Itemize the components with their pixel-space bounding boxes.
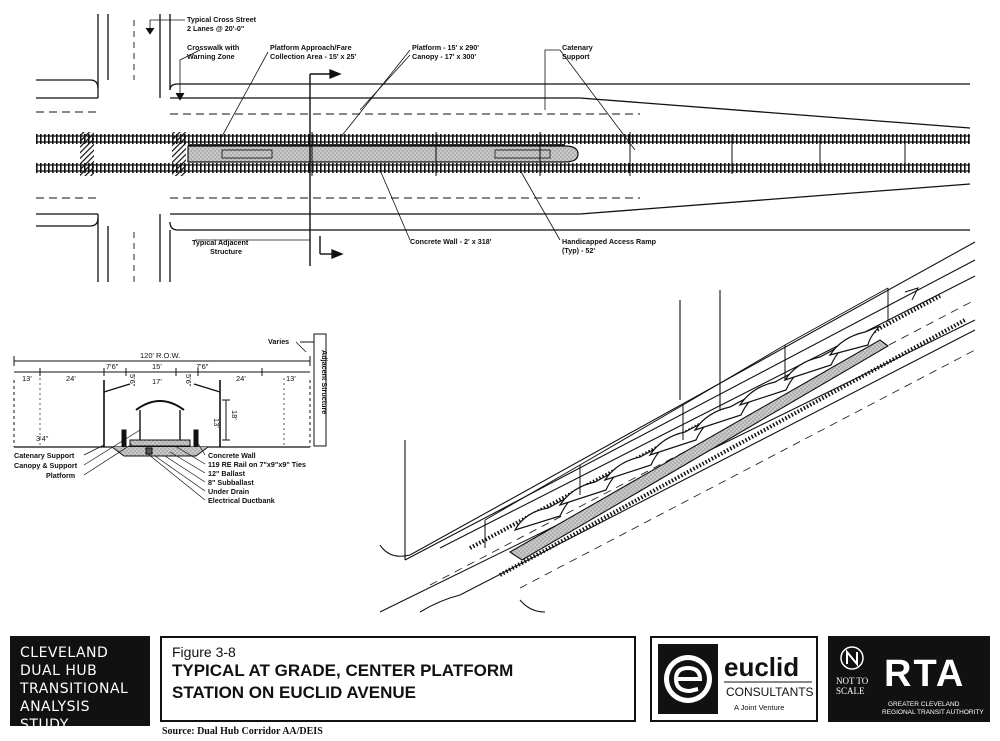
canopy-support-label: Canopy & Support <box>14 461 78 470</box>
study-line-4: ANALYSIS STUDY <box>20 699 91 733</box>
approach-label-2: Collection Area - 15' x 25' <box>270 52 357 61</box>
cross-street-label: Typical Cross Street <box>187 15 257 24</box>
rta-wordmark: RTA <box>884 653 965 695</box>
cross-section <box>13 333 327 501</box>
dim-18: 18' <box>230 410 239 420</box>
rail-label: 119 RE Rail on 7"x9"x9" Ties <box>208 460 306 469</box>
dim-13-height: 13' <box>212 418 221 428</box>
catenary-label-2: Support <box>562 52 590 61</box>
dim-34: 3'4" <box>36 434 49 443</box>
study-line-1: CLEVELAND <box>20 645 109 661</box>
concrete-wall-label: Concrete Wall - 2' x 318' <box>410 237 492 246</box>
catenary-label: Catenary <box>562 43 593 52</box>
ramp-label-2: (Typ) - 52' <box>562 246 595 255</box>
section-concrete-wall-label: Concrete Wall <box>208 451 256 460</box>
canopy-label: Canopy - 17' x 300' <box>412 52 476 61</box>
north-arrow-icon <box>840 646 864 670</box>
catenary-support-label: Catenary Support <box>14 451 75 460</box>
source-note: Source: Dual Hub Corridor AA/DEIS <box>162 726 323 737</box>
adjacent-structure-label-2: Structure <box>210 247 242 256</box>
drawing-canvas: Typical Cross Street 2 Lanes @ 20'-0" Cr… <box>13 14 976 613</box>
euclid-venture-text: A Joint Venture <box>734 703 784 712</box>
figure-number: Figure 3-8 <box>172 644 236 660</box>
study-line-3: TRANSITIONAL <box>20 681 129 697</box>
study-line-2: DUAL HUB <box>20 663 98 679</box>
dim-17: 17' <box>152 377 162 386</box>
figure-title-line-1: TYPICAL AT GRADE, CENTER PLATFORM <box>172 661 514 680</box>
row-label: 120' R.O.W. <box>140 351 180 360</box>
rta-authority-line-2: REGIONAL TRANSIT AUTHORITY <box>882 709 984 716</box>
euclid-consultants-text: CONSULTANTS <box>726 685 814 699</box>
euclid-wordmark: euclid <box>724 652 799 682</box>
crosswalk-label-2: Warning Zone <box>187 52 235 61</box>
dim-24-left: 24' <box>66 374 76 383</box>
section-labels: 120' R.O.W. Varies Adjacent Structure 13… <box>14 337 329 505</box>
rta-logo-icon: NOT TO SCALE RTA GREATER CLEVELAND REGIO… <box>836 646 984 716</box>
ballast-label: 12" Ballast <box>208 469 246 478</box>
rta-logo-box: NOT TO SCALE RTA GREATER CLEVELAND REGIO… <box>828 636 990 722</box>
dim-24-right: 24' <box>236 374 246 383</box>
dim-56-left: 5'6" <box>128 374 137 387</box>
ramp-label: Handicapped Access Ramp <box>562 237 657 246</box>
dim-76-right: 7'6" <box>196 362 209 371</box>
figure-title-box: Figure 3-8 TYPICAL AT GRADE, CENTER PLAT… <box>160 636 636 722</box>
cross-street-lanes-label: 2 Lanes @ 20'-0" <box>187 24 244 33</box>
figure-title-line-2: STATION ON EUCLID AVENUE <box>172 683 416 702</box>
ductbank-label: Electrical Ductbank <box>208 496 275 505</box>
plan-view <box>36 14 971 282</box>
varies-label: Varies <box>268 337 289 346</box>
platform-label: Platform - 15' x 290' <box>412 43 479 52</box>
plan-labels: Typical Cross Street 2 Lanes @ 20'-0" Cr… <box>187 15 657 256</box>
euclid-logo-icon: euclid CONSULTANTS A Joint Venture <box>658 644 814 714</box>
subballast-label: 8" Subballast <box>208 478 254 487</box>
rta-authority-line-1: GREATER CLEVELAND <box>888 701 960 708</box>
not-to-scale-line-2: SCALE <box>836 686 865 696</box>
dim-56-right: 5'6" <box>184 374 193 387</box>
dim-15: 15' <box>152 362 162 371</box>
crosswalk-label: Crosswalk with <box>187 43 239 52</box>
dim-13-left: 13' <box>22 374 32 383</box>
study-title-box: CLEVELAND DUAL HUB TRANSITIONAL ANALYSIS… <box>10 636 150 733</box>
adjacent-structure-label: Typical Adjacent <box>192 238 249 247</box>
approach-label: Platform Approach/Fare <box>270 43 352 52</box>
dim-13-right: 13' <box>286 374 296 383</box>
adjacent-structure-label: Adjacent Structure <box>320 350 329 414</box>
perspective-view <box>379 241 976 613</box>
euclid-consultants-logo: euclid CONSULTANTS A Joint Venture <box>650 636 818 722</box>
under-drain-label: Under Drain <box>208 487 249 496</box>
dim-76-left: 7'6" <box>106 362 119 371</box>
section-platform-label: Platform <box>46 471 75 480</box>
not-to-scale-line-1: NOT TO <box>836 676 869 686</box>
